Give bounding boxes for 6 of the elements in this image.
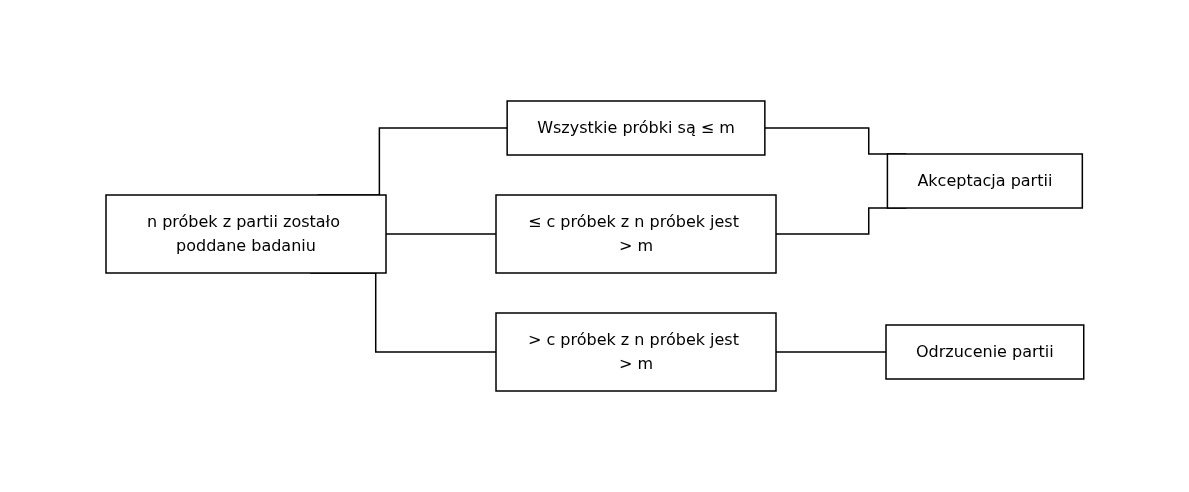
- node-box: Akceptacja partii: [886, 153, 1083, 209]
- node-box: ≤ c próbek z n próbek jest > m: [494, 194, 777, 274]
- node-box: Odrzucenie partii: [884, 324, 1085, 380]
- node-box: Wszystkie próbki są ≤ m: [506, 100, 766, 156]
- node-box: > c próbek z n próbek jest > m: [494, 312, 777, 392]
- node-box: n próbek z partii zostało poddane badaniu: [104, 194, 387, 274]
